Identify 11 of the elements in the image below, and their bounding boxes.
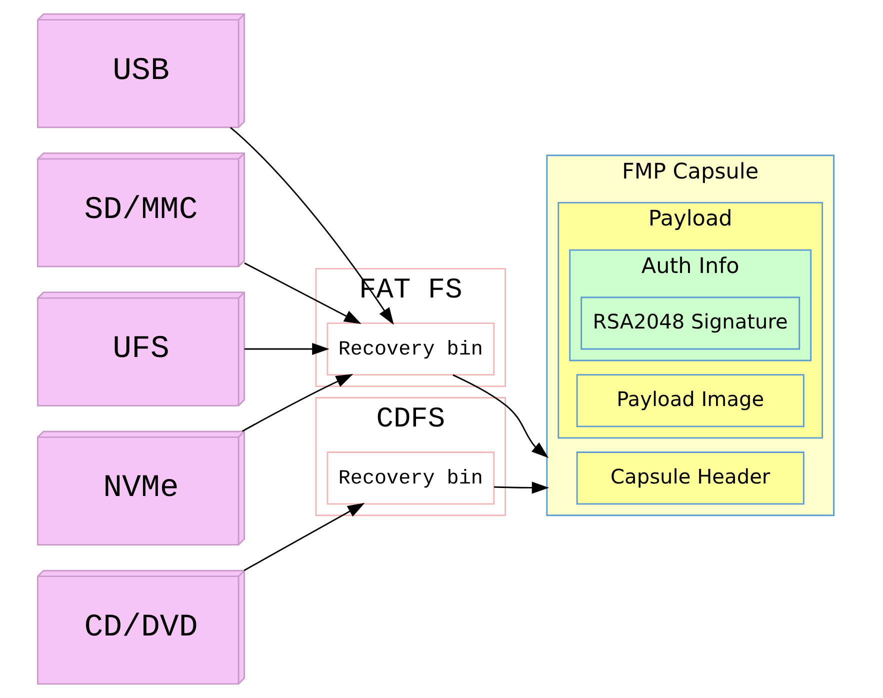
node-box: RSA2048 Signature <box>580 296 800 350</box>
node-box: Recovery bin <box>326 322 495 376</box>
node-box: Payload Image <box>576 374 804 428</box>
arrow <box>494 482 550 494</box>
arrow <box>242 374 354 432</box>
node-box: Capsule Header <box>576 452 804 505</box>
node-box: Recovery bin <box>326 452 495 505</box>
arrow <box>230 127 394 325</box>
arrow <box>244 502 365 572</box>
arrow <box>244 342 330 356</box>
arrow <box>244 262 362 324</box>
